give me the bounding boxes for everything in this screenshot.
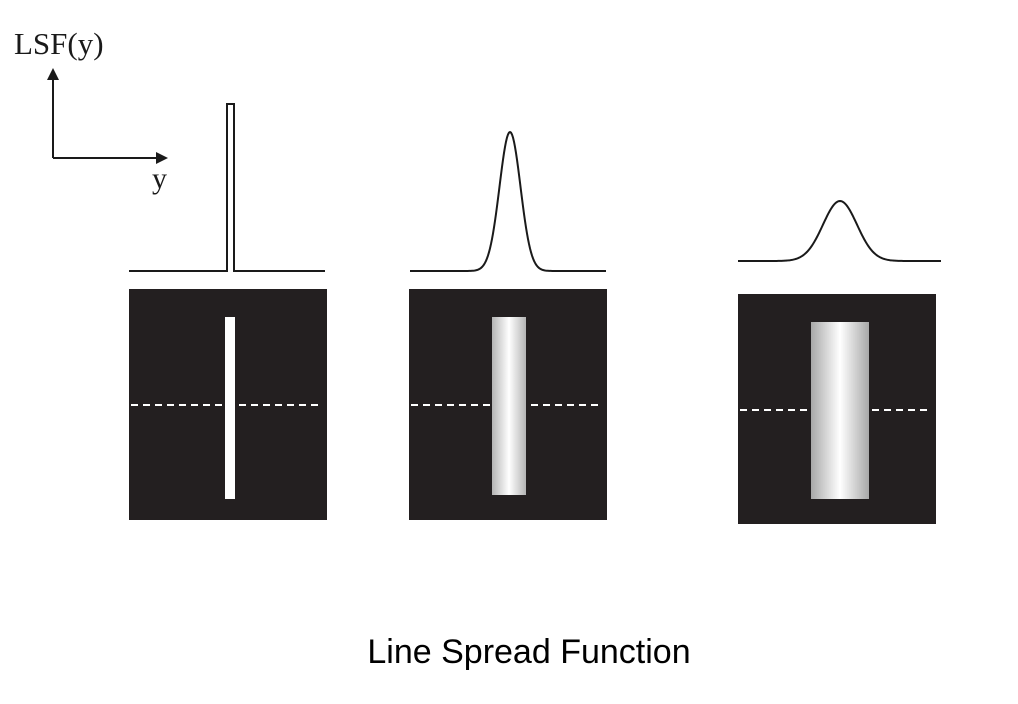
line-image-narrow xyxy=(225,317,235,499)
vertical-axis-arrowhead xyxy=(47,68,59,80)
panel-narrow xyxy=(129,103,327,520)
axes-indicator: LSF(y) y xyxy=(14,26,168,195)
panel-wide xyxy=(738,199,941,524)
lsf-curve-medium xyxy=(410,130,606,272)
y-axis-label: LSF(y) xyxy=(14,26,104,61)
lsf-curve-wide xyxy=(738,199,941,262)
line-image-wide xyxy=(811,322,869,499)
x-axis-label: y xyxy=(152,162,167,195)
figure-caption: Line Spread Function xyxy=(367,633,690,671)
panel-medium xyxy=(409,130,607,520)
lsf-curve-impulse xyxy=(129,103,325,272)
horizontal-axis-arrowhead xyxy=(156,152,168,164)
line-image-medium xyxy=(492,317,526,495)
